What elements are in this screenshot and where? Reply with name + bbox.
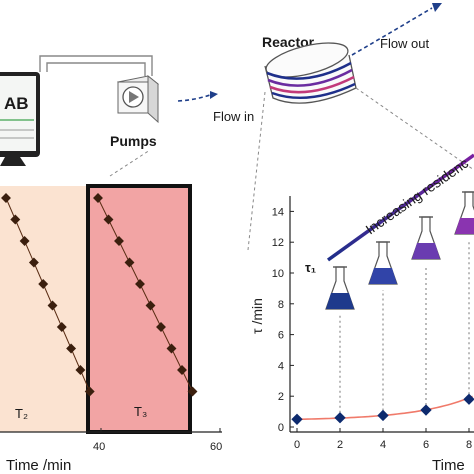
monitor-screen — [0, 76, 36, 151]
right-y-axis-label: τ /min — [249, 298, 265, 334]
pump-icon — [116, 74, 160, 124]
left-marker — [177, 365, 187, 375]
flow-out-arrowhead — [432, 3, 442, 12]
flask-icons — [325, 191, 474, 310]
flask-icon — [368, 241, 398, 285]
flow-in-label: Flow in — [213, 109, 254, 124]
flask-icon — [411, 216, 441, 260]
flask-icon — [325, 266, 355, 310]
y-tick-label: 4 — [278, 360, 284, 372]
y-tick-label: 14 — [272, 206, 284, 218]
left-marker — [145, 300, 156, 311]
reactor-coil-icon — [264, 42, 357, 104]
data-point — [291, 413, 303, 425]
residence-arrow — [326, 153, 474, 262]
left-marker — [166, 343, 177, 354]
right-drop-lines — [339, 240, 470, 413]
x-tick-label: 4 — [380, 439, 386, 451]
left-marker — [19, 236, 30, 246]
region-label-t2: T₂ — [15, 406, 28, 421]
left-marker — [1, 193, 11, 203]
monitor-stand — [0, 157, 26, 166]
tau1-label: τ₁ — [305, 260, 316, 275]
right-data-points — [291, 393, 474, 425]
right-x-ticks: 0 2 4 6 8 — [294, 428, 472, 451]
left-marker — [187, 386, 198, 397]
x-tick-label: 2 — [337, 439, 343, 451]
x-tick-label: 8 — [466, 439, 472, 451]
data-point — [377, 409, 389, 422]
callout-line-left — [247, 91, 266, 251]
x-tick-label: 0 — [294, 439, 300, 451]
callout-line-pump — [109, 149, 151, 177]
left-tick-60: 60 — [210, 441, 222, 453]
left-tick-40: 40 — [93, 441, 105, 453]
flask-icon — [454, 191, 474, 235]
x-tick-label: 6 — [423, 439, 429, 451]
left-marker — [156, 322, 166, 332]
y-tick-label: 6 — [278, 330, 284, 342]
residence-arrow-label: Increasing residenc — [363, 155, 472, 238]
left-marker — [103, 214, 114, 225]
data-point — [420, 404, 432, 416]
flow-out-label: Flow out — [380, 36, 430, 51]
y-tick-label: 12 — [272, 237, 284, 249]
left-marker — [10, 214, 21, 225]
region-label-t3: T₃ — [134, 404, 147, 419]
tubing-line — [39, 55, 153, 76]
region-t2-panel — [0, 186, 88, 432]
reactor-label: Reactor — [262, 34, 315, 50]
left-marker — [135, 279, 145, 289]
computer-screen-text: AB — [4, 94, 29, 113]
right-x-axis-label: Time — [432, 457, 465, 474]
data-point — [463, 393, 474, 405]
left-x-axis-label: Time /min — [6, 457, 71, 474]
flow-in-arrowhead — [210, 91, 218, 99]
tubing-line-inner — [46, 62, 146, 76]
y-tick-label: 2 — [278, 391, 284, 403]
left-marker — [114, 236, 124, 246]
flow-out-arrow — [351, 7, 433, 56]
y-tick-label: 0 — [278, 422, 284, 434]
right-y-ticks: 0 2 4 6 8 10 12 14 — [272, 206, 294, 434]
pumps-label: Pumps — [110, 133, 157, 149]
left-marker — [93, 193, 103, 203]
y-tick-label: 8 — [278, 299, 284, 311]
left-series-line — [97, 197, 193, 392]
computer-icon — [0, 72, 40, 166]
data-point — [334, 412, 346, 424]
left-series-line — [5, 197, 91, 392]
y-tick-label: 10 — [272, 268, 284, 280]
region-t3-panel — [88, 186, 190, 432]
flow-in-arrow — [177, 94, 211, 102]
